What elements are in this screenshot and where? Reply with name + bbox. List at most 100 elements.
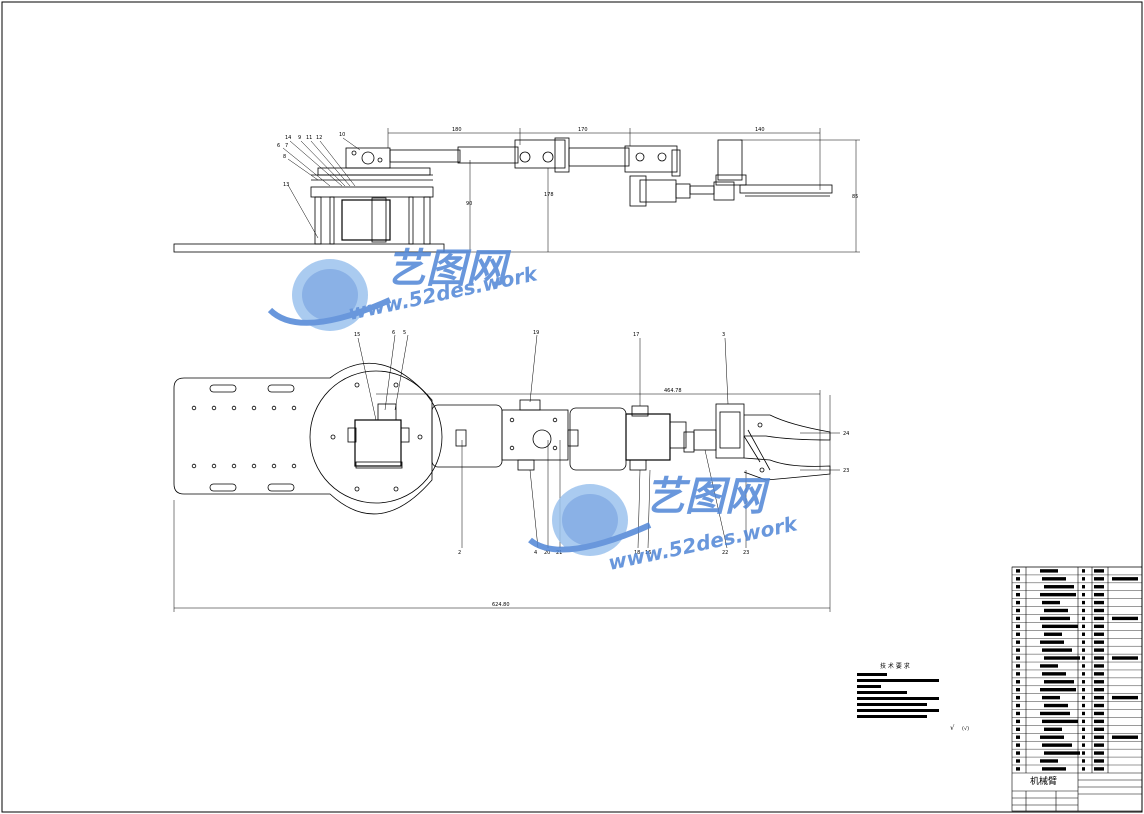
parts-cell-redacted [1016, 735, 1020, 739]
parts-cell-redacted [1094, 616, 1104, 621]
parts-cell-redacted [1082, 672, 1085, 676]
callout-6: 6 [277, 143, 280, 149]
parts-cell-redacted [1082, 688, 1085, 692]
callout-14: 14 [285, 135, 291, 141]
parts-cell-redacted [1082, 616, 1085, 621]
dim-arm-3: 140 [755, 127, 765, 133]
dim-bottom-span: 464.78 [664, 388, 682, 394]
parts-cell-redacted [1082, 648, 1085, 652]
parts-cell-redacted [1042, 624, 1078, 629]
parts-cell-redacted [1042, 743, 1072, 747]
callout-21: 21 [556, 550, 562, 556]
tech-requirements-title: 技 术 要 求 [880, 662, 910, 670]
callout-12: 12 [316, 135, 322, 141]
callout-15: 15 [354, 332, 360, 338]
parts-cell-redacted [1016, 600, 1020, 605]
parts-cell-redacted [1094, 608, 1104, 613]
parts-cell-redacted [1040, 592, 1076, 597]
dim-height-b: 178 [544, 192, 554, 198]
callout-3: 3 [722, 332, 725, 338]
parts-cell-redacted [1040, 664, 1058, 668]
parts-cell-redacted [1016, 711, 1020, 716]
parts-cell-redacted [1016, 703, 1020, 708]
parts-cell-redacted [1040, 735, 1064, 739]
technical-requirements: 技 术 要 求 √ (√) [857, 662, 969, 732]
dim-height-a: 90 [466, 201, 472, 207]
parts-cell-redacted [1082, 743, 1085, 747]
callout-10: 10 [339, 132, 345, 138]
parts-cell-redacted [1112, 616, 1138, 621]
parts-cell-redacted [1082, 640, 1085, 644]
parts-cell-redacted [1094, 711, 1104, 716]
parts-cell-redacted [1016, 577, 1020, 581]
parts-cell-redacted [1082, 751, 1085, 755]
callout-24: 24 [843, 431, 849, 437]
watermark-brand-top: 艺图网 [386, 246, 512, 292]
callout-7: 7 [285, 143, 288, 149]
parts-cell-redacted [1094, 727, 1104, 731]
parts-cell-redacted [1094, 751, 1104, 755]
callout-18: 18 [634, 550, 640, 556]
parts-cell-redacted [1016, 656, 1020, 660]
parts-cell-redacted [1044, 608, 1068, 613]
parts-cell-redacted [1042, 719, 1078, 724]
parts-cell-redacted [1016, 592, 1020, 597]
callout-4: 4 [534, 550, 537, 556]
parts-cell-redacted [1042, 577, 1066, 581]
parts-cell-redacted [1094, 767, 1104, 771]
parts-cell-redacted [1094, 577, 1104, 581]
callout-5: 5 [403, 330, 406, 336]
parts-cell-redacted [1094, 632, 1104, 636]
callout-22: 22 [722, 550, 728, 556]
title-block [1011, 566, 1143, 812]
watermark-bottom: 艺图网 www.52des.work [528, 474, 801, 575]
parts-cell-redacted [1094, 719, 1104, 724]
parts-cell-redacted [1016, 727, 1020, 731]
parts-cell-redacted [1040, 711, 1070, 716]
parts-cell-redacted [1044, 585, 1074, 589]
callout-20: 20 [544, 550, 550, 556]
parts-cell-redacted [1040, 759, 1058, 763]
parts-cell-redacted [1082, 632, 1085, 636]
parts-cell-redacted [1016, 569, 1020, 573]
roughness-symbol: √ [950, 724, 955, 732]
parts-cell-redacted [1094, 703, 1104, 708]
parts-cell-redacted [1082, 585, 1085, 589]
parts-cell-redacted [1040, 640, 1064, 644]
parts-cell-redacted [1016, 608, 1020, 613]
dim-arm-1: 180 [452, 127, 462, 133]
parts-cell-redacted [1082, 600, 1085, 605]
parts-cell-redacted [1094, 648, 1104, 652]
parts-cell-redacted [1042, 600, 1060, 605]
parts-cell-redacted [1112, 735, 1138, 739]
parts-cell-redacted [1094, 569, 1104, 573]
parts-cell-redacted [1094, 640, 1104, 644]
parts-cell-redacted [1094, 624, 1104, 629]
parts-cell-redacted [1016, 743, 1020, 747]
parts-cell-redacted [1044, 680, 1074, 684]
watermark-brand-bottom: 艺图网 [645, 474, 771, 520]
parts-cell-redacted [1082, 727, 1085, 731]
parts-cell-redacted [1044, 751, 1080, 755]
parts-list-rows [1012, 566, 1142, 771]
parts-cell-redacted [1094, 743, 1104, 747]
parts-cell-redacted [1044, 632, 1062, 636]
parts-cell-redacted [1082, 569, 1085, 573]
parts-cell-redacted [1044, 727, 1062, 731]
parts-cell-redacted [1094, 656, 1104, 660]
callout-23b: 23 [743, 550, 749, 556]
parts-cell-redacted [1042, 672, 1066, 676]
parts-cell-redacted [1040, 569, 1058, 573]
callout-17: 17 [633, 332, 639, 338]
parts-cell-redacted [1082, 703, 1085, 708]
dim-arm-2: 170 [578, 127, 588, 133]
parts-cell-redacted [1040, 688, 1076, 692]
parts-cell-redacted [1016, 624, 1020, 629]
dim-height-c: 85 [852, 194, 858, 200]
parts-cell-redacted [1044, 656, 1080, 660]
parts-cell-redacted [1094, 672, 1104, 676]
parts-cell-redacted [1016, 672, 1020, 676]
callout-11: 11 [306, 135, 312, 141]
